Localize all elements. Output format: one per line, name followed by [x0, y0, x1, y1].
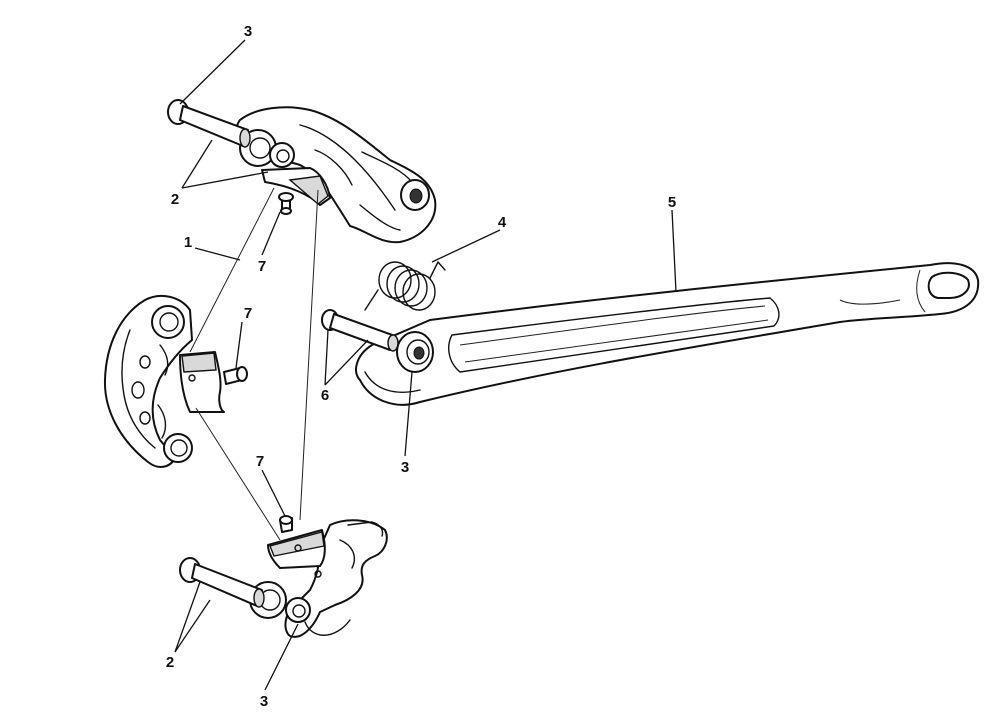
- pivot-pin-6: [321, 309, 399, 352]
- callout-3-middle: 3: [401, 459, 409, 476]
- callout-labels: 3 2 1 7 7 7 2 3 4 5 6 3: [166, 23, 676, 710]
- callout-3-bottom: 3: [260, 693, 268, 710]
- lower-jaw: [249, 519, 388, 638]
- callout-7-top: 7: [258, 258, 266, 275]
- guide-plate: [103, 294, 193, 468]
- callout-2-bottom: 2: [166, 654, 174, 671]
- callout-4: 4: [498, 214, 507, 231]
- callout-7-bottom: 7: [256, 453, 264, 470]
- callout-3-top: 3: [244, 23, 252, 40]
- leader-lines: [174, 39, 677, 691]
- callout-1: 1: [184, 234, 192, 251]
- callout-2-top: 2: [171, 191, 179, 208]
- lower-pin: [179, 557, 265, 608]
- assembly-lines: [189, 187, 319, 541]
- screw-7-bottom: [279, 515, 293, 533]
- callout-7-middle: 7: [244, 305, 252, 322]
- torsion-spring-4: [364, 261, 446, 311]
- upper-pin: [167, 99, 251, 148]
- center-pad: [179, 351, 225, 413]
- lever-arm: [355, 262, 980, 406]
- callout-6: 6: [321, 387, 329, 404]
- screw-7-top: [278, 192, 294, 215]
- callout-5: 5: [668, 194, 676, 211]
- screw-7-middle: [223, 366, 248, 385]
- upper-jaw: [235, 106, 437, 244]
